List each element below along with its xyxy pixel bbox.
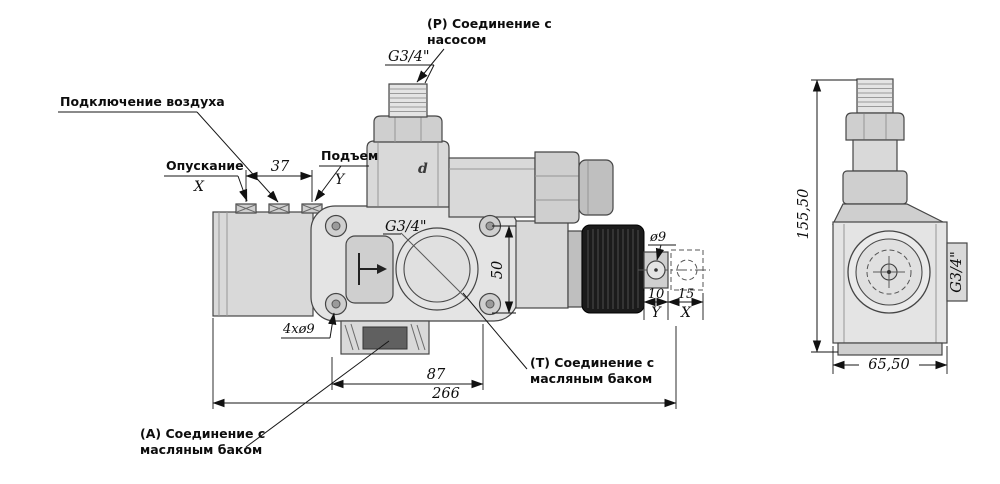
callout-tank-a-line1: (A) Соединение с <box>140 426 265 441</box>
thread-label-center: G3/4" <box>385 219 427 235</box>
dim-65-50: 65,50 <box>868 357 910 373</box>
front-annotations: Подключение воздуха Опускание X Подъем Y… <box>58 16 704 457</box>
label-bolt-holes: 4xø9 <box>282 322 315 337</box>
dim-15: 15 <box>678 287 695 302</box>
symbol-lift-y: Y <box>335 172 346 188</box>
top-hex-nut <box>373 115 443 143</box>
callout-tank-t-line1: (T) Соединение с <box>530 355 654 370</box>
thread-label-side: G3/4" <box>949 251 965 293</box>
callout-lift: Подъем <box>321 148 378 163</box>
right-body-block <box>515 220 569 309</box>
callout-pump-line2: насосом <box>427 32 486 47</box>
side-annotations: 155,50 65,50 G3/4" <box>796 79 965 374</box>
symbol-dim-y: Y <box>651 305 662 321</box>
center-bore <box>395 227 479 311</box>
bottom-flange-port <box>340 320 430 355</box>
symbol-lowering-x: X <box>193 179 205 195</box>
callout-tank-t-line2: масляным баком <box>530 371 652 386</box>
callout-lowering: Опускание <box>166 158 244 173</box>
side-center-bore <box>847 230 931 314</box>
valve-symbol-plate <box>345 235 394 304</box>
label-pin-hole: ø9 <box>649 230 666 245</box>
dim-266: 266 <box>431 386 460 402</box>
side-view: 155,50 65,50 G3/4" <box>796 78 968 374</box>
hidden-detail-box <box>670 249 704 291</box>
side-neck <box>852 139 898 172</box>
thread-label-pump: G3/4" <box>388 49 430 65</box>
adjustment-knob <box>567 224 710 314</box>
callout-pump-line1: (P) Соединение с <box>427 16 552 31</box>
dim-50: 50 <box>490 261 506 279</box>
body-cast-mark: d <box>418 161 428 177</box>
valve-body-front: d <box>212 83 710 355</box>
dim-10: 10 <box>648 287 665 302</box>
side-pump-port <box>856 78 894 114</box>
side-hex-nut <box>845 112 905 141</box>
side-collar <box>842 170 908 205</box>
top-column <box>366 140 450 208</box>
side-shoulder <box>832 203 948 225</box>
bolt-holes <box>324 214 502 316</box>
upper-right-fitting <box>448 151 614 224</box>
pump-port <box>388 83 428 118</box>
callout-tank-a-line2: масляным баком <box>140 442 262 457</box>
air-cylinder <box>212 211 314 317</box>
air-port-marks <box>235 203 323 214</box>
side-right-port <box>946 242 968 302</box>
dim-37: 37 <box>271 159 290 175</box>
side-bottom-flange <box>837 342 943 356</box>
valve-body-side <box>832 78 968 356</box>
dim-87: 87 <box>427 367 446 383</box>
front-view: d <box>58 16 710 457</box>
dim-155-50: 155,50 <box>796 189 812 240</box>
symbol-dim-x: X <box>680 305 692 321</box>
callout-air-connection: Подключение воздуха <box>60 94 225 109</box>
